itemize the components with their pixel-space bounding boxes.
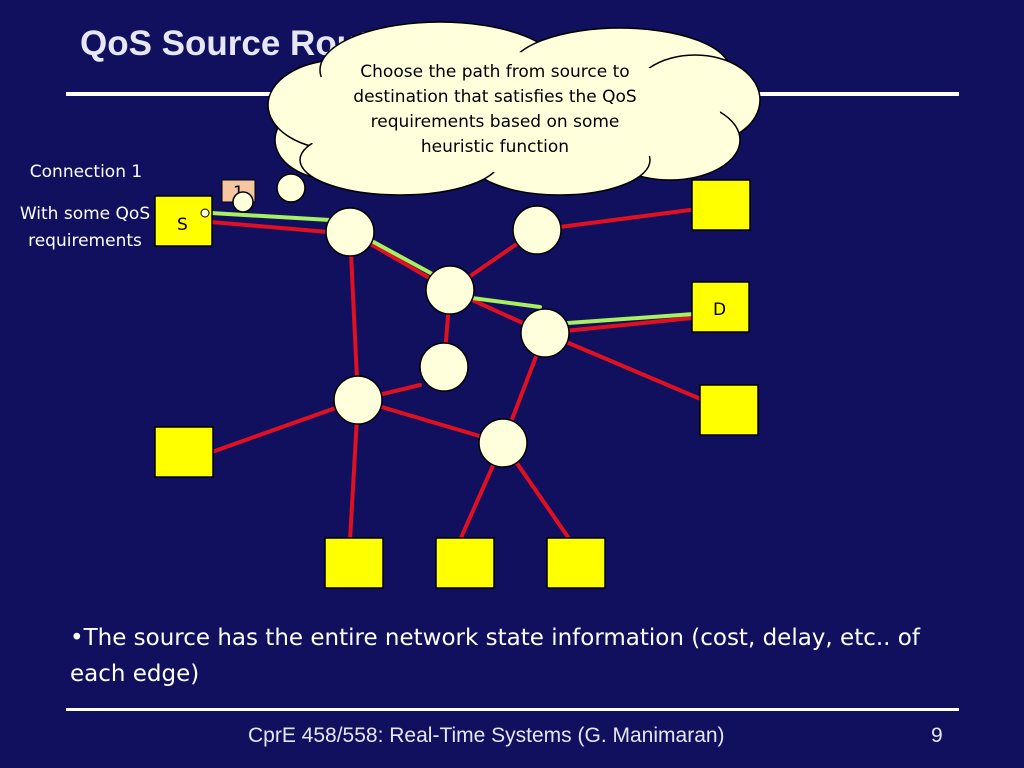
- qos-path: [209, 211, 696, 325]
- host-top-right: [691, 179, 751, 231]
- link-r3-h1: [535, 208, 692, 232]
- footer-divider: [66, 708, 959, 711]
- host-left: [154, 426, 214, 478]
- thought-dot-medium: [276, 173, 306, 203]
- path-r2-r5: [470, 296, 542, 309]
- path-r1-r2: [368, 238, 438, 278]
- footer-text: CprE 458/558: Real-Time Systems (G. Mani…: [248, 724, 725, 747]
- host-bottom-2: [435, 537, 495, 589]
- link-r5-h3: [543, 331, 705, 402]
- footer: CprE 458/558: Real-Time Systems (G. Mani…: [0, 724, 1024, 754]
- link-r1-r4: [348, 230, 360, 402]
- host-bottom-3: [546, 537, 606, 589]
- router-3: [512, 205, 562, 255]
- source-port: [200, 208, 210, 218]
- link-s-r1: [209, 220, 330, 234]
- connection-label: Connection 1: [29, 162, 143, 182]
- source-label: S: [177, 215, 188, 235]
- path-s-r1: [209, 211, 332, 222]
- router-6: [419, 342, 469, 392]
- host-bottom-1: [324, 537, 384, 589]
- bubble-text: Choose the path from source to destinati…: [353, 62, 637, 157]
- hosts: [154, 179, 759, 589]
- router-1: [325, 207, 375, 257]
- page-number: 9: [931, 724, 943, 747]
- host-right: [699, 384, 759, 436]
- router-7: [478, 418, 528, 468]
- thought-dot-small: [232, 191, 254, 213]
- bullet-text: •The source has the entire network state…: [70, 625, 920, 687]
- destination-host: [691, 281, 750, 333]
- destination-label: D: [713, 300, 726, 320]
- link-r4-h4: [210, 398, 360, 454]
- link-r4-r7: [356, 398, 505, 445]
- source-host: [154, 195, 213, 247]
- qos-requirements-label: With some QoS requirements: [19, 204, 151, 251]
- router-2: [425, 265, 475, 315]
- router-4: [333, 375, 383, 425]
- path-r5-d: [566, 312, 696, 325]
- routers: [325, 205, 570, 468]
- router-5: [520, 308, 570, 358]
